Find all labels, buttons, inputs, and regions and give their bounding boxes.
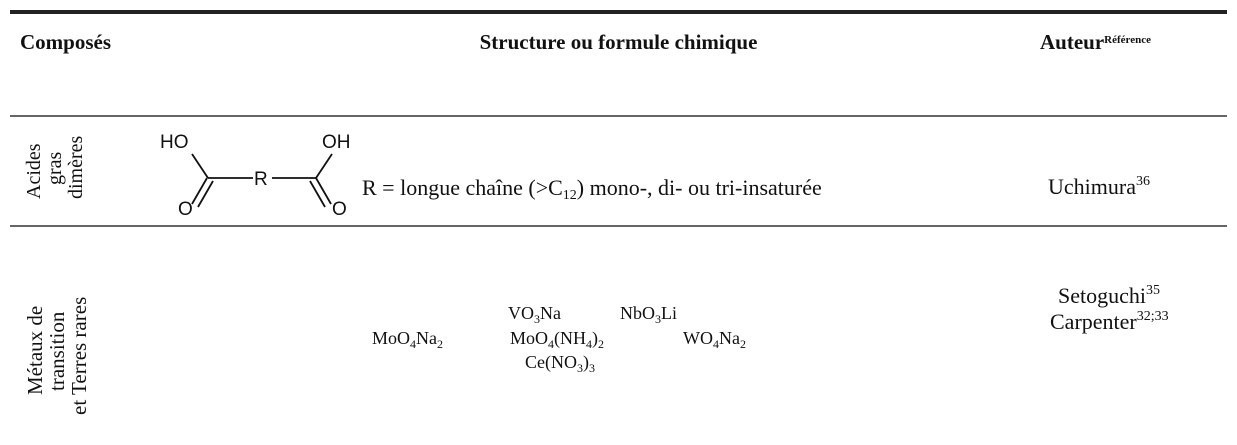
formula-vo3na: VO3Na xyxy=(508,303,561,326)
formula-part: WO xyxy=(683,328,713,348)
formula-sub: 3 xyxy=(589,361,595,375)
author-carpenter: Carpenter32;33 xyxy=(1050,309,1169,338)
row1-compound-label: Acides gras dimères xyxy=(23,135,87,199)
atom-o-left: O xyxy=(178,199,193,220)
formula-part: Na xyxy=(719,328,740,348)
formula-part: Na xyxy=(416,328,438,348)
row2-compound-label: Métaux de transition et Terres rares xyxy=(23,296,91,415)
formula-moo4na2: MoO4Na2 xyxy=(372,328,444,351)
bond-c-oh-right xyxy=(315,153,333,179)
bond-c-o-left-2 xyxy=(197,180,214,208)
author-name: Carpenter xyxy=(1050,309,1137,334)
formula-part: Li xyxy=(661,303,677,323)
author-ref: 32;33 xyxy=(1136,309,1169,324)
author-setoguchi: Setoguchi35 xyxy=(1058,283,1160,312)
atom-r: R xyxy=(254,169,268,190)
author-uchimura: Uchimura36 xyxy=(1048,174,1150,203)
formula-sub: 2 xyxy=(437,337,444,351)
row1-compound-line: gras xyxy=(44,151,66,185)
row1-compound-line: dimères xyxy=(65,135,87,199)
author-ref: 35 xyxy=(1146,283,1160,298)
formula-moo4nh42: MoO4(NH4)2 xyxy=(510,328,605,351)
table-top-rule xyxy=(10,10,1227,14)
row2-compound-line: transition xyxy=(45,311,69,391)
header-auteur-sup: Référence xyxy=(1104,34,1151,46)
dicarboxylic-acid-structure: HO O R OH O xyxy=(160,132,351,220)
formula-part: VO xyxy=(508,303,534,323)
formula-part: MoO xyxy=(510,328,549,348)
row-rule xyxy=(10,225,1227,227)
r-group-description: R = longue chaîne (>C12) mono-, di- ou t… xyxy=(362,176,822,204)
formula-sub: 2 xyxy=(598,337,605,351)
author-name: Setoguchi xyxy=(1058,283,1146,308)
formula-part: Ce(NO xyxy=(525,352,577,372)
row1-compound-line: Acides xyxy=(23,143,45,199)
formula-part: ) xyxy=(583,352,589,372)
formula-part: NbO xyxy=(620,303,655,323)
header-auteur: AuteurRéférence xyxy=(1040,30,1151,55)
bond-c-o-right-2 xyxy=(309,180,326,208)
header-composes: Composés xyxy=(20,30,112,54)
formula-part: MoO xyxy=(372,328,411,348)
header-structure: Structure ou formule chimique xyxy=(479,30,758,54)
header-rule xyxy=(10,115,1227,117)
bond-c-o-right-1 xyxy=(315,177,332,205)
formula-sub: 2 xyxy=(740,337,746,351)
formula-sub: 3 xyxy=(577,361,583,375)
atom-o-right: O xyxy=(332,199,347,220)
formula-sub: 3 xyxy=(534,312,540,326)
formula-sub: 4 xyxy=(586,337,593,351)
header-auteur-label: Auteur xyxy=(1040,30,1105,54)
r-desc-suffix: ) mono-, di- ou tri-insaturée xyxy=(576,175,822,200)
formula-wo4na2: WO4Na2 xyxy=(683,328,746,351)
row2-compound-line: et Terres rares xyxy=(67,296,91,415)
r-desc-prefix: R = longue chaîne (>C xyxy=(362,175,563,200)
author-name: Uchimura xyxy=(1048,174,1136,199)
bond-c-oh-left xyxy=(191,153,209,179)
formula-part: Na xyxy=(540,303,561,323)
atom-ho: HO xyxy=(160,132,189,153)
formula-part: ) xyxy=(592,328,599,348)
row2-compound-line: Métaux de xyxy=(23,305,47,395)
formula-ceno33: Ce(NO3)3 xyxy=(525,352,595,375)
formula-sub: 3 xyxy=(655,312,661,326)
formula-sub: 4 xyxy=(410,337,417,351)
formula-sub: 4 xyxy=(548,337,555,351)
r-desc-sub: 12 xyxy=(562,188,577,203)
formula-part: (NH xyxy=(554,328,587,348)
atom-oh: OH xyxy=(322,132,351,153)
formula-nbo3li: NbO3Li xyxy=(620,303,677,326)
formula-sub: 4 xyxy=(713,337,719,351)
author-ref: 36 xyxy=(1135,174,1150,189)
bond-c-o-left-1 xyxy=(191,177,208,205)
